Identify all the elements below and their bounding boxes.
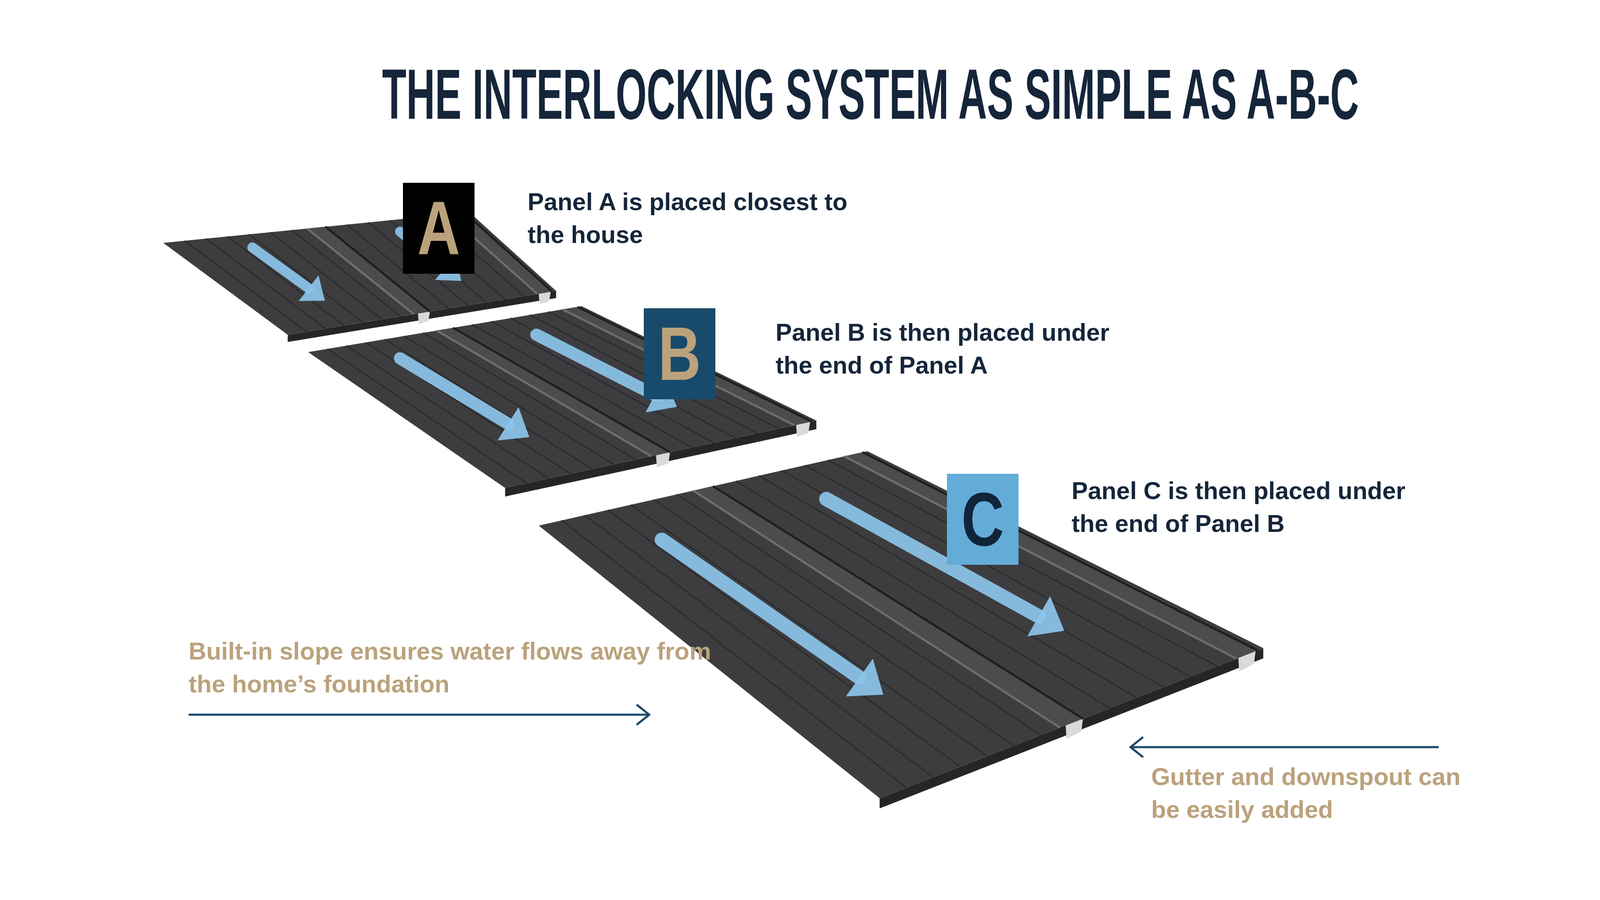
panel-letter: B	[658, 315, 701, 392]
panel-surface	[163, 212, 557, 335]
ridge-shadow	[712, 485, 1083, 719]
step-description: Panel B is then placed under the end of …	[775, 315, 1138, 382]
water-flow-arrowhead	[497, 407, 530, 441]
water-flow-arrow	[400, 358, 509, 424]
water-flow-arrow	[252, 247, 309, 289]
panel-notch	[538, 291, 551, 305]
arrow-head	[1130, 736, 1144, 758]
diagram-title: THE INTERLOCKING SYSTEM AS SIMPLE AS A-B…	[381, 58, 1359, 130]
ridge-highlight	[306, 228, 414, 315]
roof-panel	[308, 306, 817, 497]
panel-letter: A	[417, 190, 460, 267]
panel-letter-box: B	[643, 308, 716, 400]
arrow-head	[636, 704, 650, 725]
panel-groove	[206, 238, 326, 329]
callout-note: Gutter and downspout can be easily added	[1151, 760, 1472, 826]
water-flow-arrowhead	[845, 658, 884, 697]
title-block: THE INTERLOCKING SYSTEM AS SIMPLE AS A-B…	[0, 58, 1600, 130]
panel-groove	[736, 480, 1110, 708]
panel-letter-box: A	[402, 182, 475, 274]
arrow-line	[1130, 746, 1439, 749]
panel-groove	[327, 348, 527, 483]
panel-ridge	[436, 327, 670, 456]
panel-letter-box: C	[946, 473, 1019, 565]
panel-groove	[184, 240, 307, 332]
direction-arrow	[1130, 736, 1439, 758]
water-flow-arrowhead	[1027, 595, 1065, 637]
water-flow-arrow	[536, 334, 655, 395]
step-description: Panel A is placed closest to the house	[527, 185, 865, 251]
panel-surface	[308, 306, 817, 488]
roof-panel	[538, 450, 1264, 808]
direction-arrow	[188, 704, 650, 725]
step-description: Panel C is then placed under the end of …	[1071, 474, 1434, 540]
arrow-line	[188, 713, 650, 716]
panel-groove	[227, 236, 344, 326]
callout-note: Built-in slope ensures water flows away …	[188, 634, 715, 701]
panel-letter: C	[961, 481, 1004, 558]
panel-notch	[418, 311, 431, 325]
water-flow-arrowhead	[298, 275, 325, 302]
